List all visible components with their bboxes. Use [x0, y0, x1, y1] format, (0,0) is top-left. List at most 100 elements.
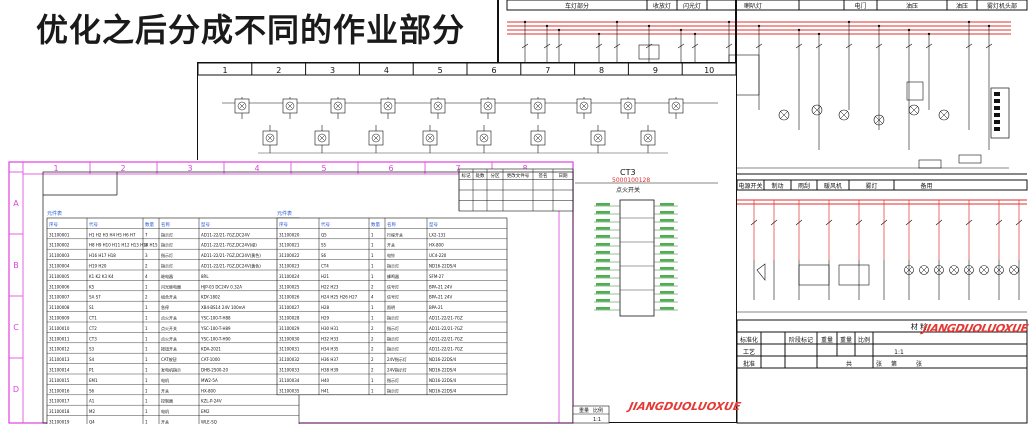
table-cell: 31100023	[279, 264, 300, 269]
right-mid-headers: 电源开关制动雨刮暖风机雾灯备用	[737, 180, 933, 190]
svg-text:1:1: 1:1	[593, 417, 601, 423]
svg-text:重量: 重量	[821, 336, 833, 344]
svg-text:第: 第	[891, 360, 897, 368]
table-cell: BPA-21 24V	[429, 295, 452, 300]
table-cell: AD11-22/21-7GZ	[429, 326, 463, 331]
table-cell: 31100014	[49, 368, 70, 373]
table-cell: 31100007	[49, 295, 70, 300]
table-cell: CT1	[89, 316, 97, 321]
right-mid-header-label: 雨刮	[798, 182, 810, 190]
front-column-label: 6	[388, 164, 393, 173]
table-header: 数量	[371, 221, 380, 228]
table-cell: 31100003	[49, 253, 70, 258]
table-cell: 指示灯	[387, 315, 399, 321]
right-top-header-label: 雾灯机头部	[987, 2, 1017, 10]
table-cell: CAT按钮	[161, 356, 177, 362]
table-cell: H34 H35	[321, 347, 339, 352]
table-cell: YSC-100-T-H90	[200, 336, 231, 341]
table-cell: 24V指示灯	[387, 356, 407, 362]
svg-text:张: 张	[876, 360, 882, 368]
table-cell: 指示灯	[387, 346, 399, 352]
table-cell: LX2-131	[429, 232, 446, 237]
table-cell: H40	[321, 378, 330, 383]
table-cell: 开关	[387, 242, 395, 248]
table-cell: AD11-22/21-7GZ	[429, 347, 463, 352]
table-cell: AD11-22/21-7GZ,DC24V	[201, 232, 250, 237]
table-cell: KZL-P-24V	[201, 399, 222, 404]
revision-header: 标记处数分区更改文件号签名日期	[459, 169, 573, 211]
table-cell: H24 H25 H26 H27	[321, 295, 358, 300]
right-top-header-label: 闪光灯	[683, 2, 701, 10]
middle-column-label: 9	[653, 66, 658, 75]
right-top-header-label: 油压	[956, 2, 968, 10]
table-cell: MW2-5A	[201, 378, 218, 383]
table-cell: 控制器	[161, 398, 173, 404]
svg-text:阶段标记: 阶段标记	[789, 336, 813, 344]
table-cell: H28	[321, 305, 330, 310]
table-cell: 指示灯	[161, 252, 173, 258]
table-cell: UC4-220	[429, 253, 447, 258]
table-cell: S6	[89, 388, 95, 393]
table-cell: KDA-2021	[201, 347, 221, 352]
table-cell: 31100015	[49, 378, 70, 383]
right-mid-header-label: 暖风机	[824, 182, 842, 190]
table-cell: CT2	[89, 326, 97, 331]
right-top-header-label: 油压	[906, 2, 918, 10]
table-cell: 指示灯	[387, 335, 399, 341]
table-cell: 急停	[161, 304, 169, 310]
table-cell: S4	[89, 357, 95, 362]
table-cell: 31100002	[49, 243, 70, 248]
table-cell: SFM-27	[429, 274, 444, 279]
table-cell: 31100022	[279, 253, 300, 258]
revision-header-label: 分区	[491, 172, 500, 179]
right-top-header-label: 车灯部分	[565, 2, 589, 10]
table-cell: KDY-1802	[201, 295, 221, 300]
table-cell: 电铃	[387, 252, 395, 258]
svg-text:工艺: 工艺	[743, 348, 755, 356]
middle-column-label: 8	[599, 66, 604, 75]
table-cell: H29	[321, 316, 330, 321]
svg-text:1:1: 1:1	[894, 349, 904, 356]
table-cell: ND16-22DS/4	[429, 264, 457, 269]
table-cell: WLE-SQ	[201, 420, 217, 424]
table-header: 序号	[49, 221, 58, 228]
table-cell: 蜂鸣器	[387, 273, 399, 279]
front-column-label: 2	[120, 164, 125, 173]
table-cell: S3	[89, 347, 95, 352]
right-mid-header-label: 雾灯	[865, 182, 877, 190]
table-cell: 31100021	[279, 243, 300, 248]
table-cell: Q4	[89, 420, 95, 424]
table-cell: 8RL	[201, 274, 209, 279]
front-watermark: JIANGDUOLUOXUE	[628, 400, 742, 413]
table-cell: 31100035	[279, 388, 300, 393]
revision-header-label: 签名	[539, 172, 548, 179]
revision-header-label: 处数	[476, 172, 485, 179]
table-cell: 31100033	[279, 368, 300, 373]
horn-icon	[757, 264, 765, 280]
table-header: 数量	[145, 221, 154, 228]
table-cell: HX-800	[201, 388, 216, 393]
svg-text:比例: 比例	[858, 336, 870, 344]
table-cell: XB4-BS14 24V 100mA	[201, 305, 246, 310]
table-cell: EM1	[89, 378, 98, 383]
title-block-watermark: JIANGDUOLUOXUE	[922, 322, 1029, 335]
front-row-label: D	[13, 385, 19, 394]
table-cell: ND16-22DS/4	[429, 368, 457, 373]
front-column-label: 1	[53, 164, 58, 173]
middle-column-label: 10	[704, 66, 714, 75]
table-cell: 31100017	[49, 399, 70, 404]
table-cell: 信号灯	[387, 294, 399, 300]
table-cell: 闪光继电器	[161, 283, 181, 289]
table-cell: HX-800	[429, 243, 444, 248]
svg-text:张: 张	[916, 360, 922, 368]
table-header: 代号	[89, 221, 98, 228]
middle-column-label: 6	[491, 66, 496, 75]
middle-column-label: 3	[330, 66, 335, 75]
table-cell: 31100013	[49, 357, 70, 362]
table-cell: 31100016	[49, 388, 70, 393]
table-cell: 31100025	[279, 284, 300, 289]
table-cell: 31100020	[279, 232, 300, 237]
